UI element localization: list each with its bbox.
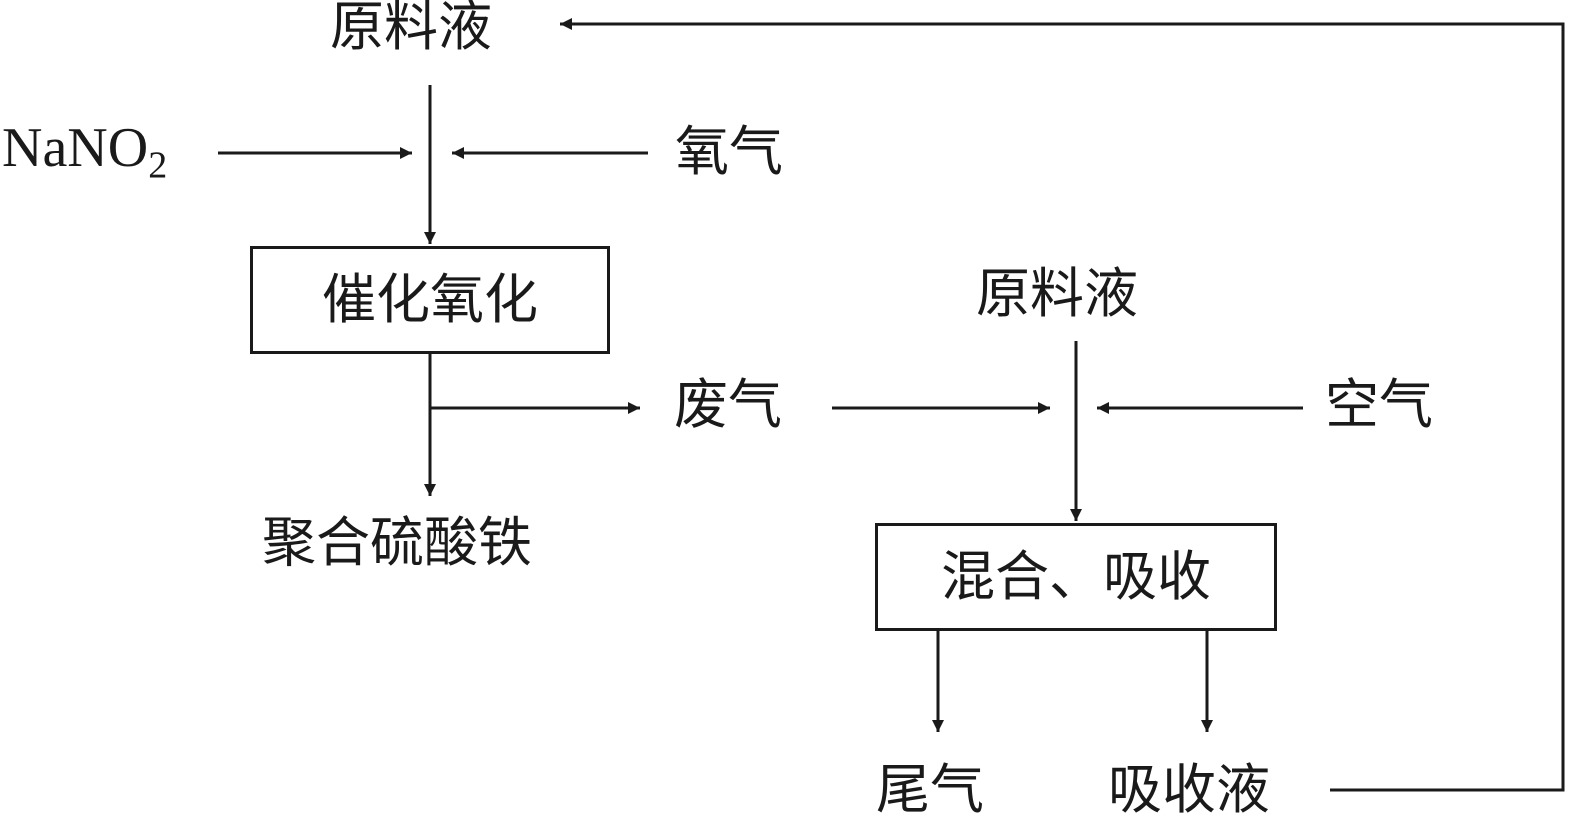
box-catalytic-oxidation: 催化氧化 xyxy=(250,246,610,354)
label-nano2: NaNO2 xyxy=(2,117,167,184)
box-catalytic-oxidation-label: 催化氧化 xyxy=(322,268,538,331)
label-waste-gas: 废气 xyxy=(674,373,782,436)
nano2-subscript: 2 xyxy=(148,144,168,187)
box-mix-absorb-label: 混合、吸收 xyxy=(941,545,1211,608)
label-raw-liquid-top: 原料液 xyxy=(330,0,492,58)
label-air: 空气 xyxy=(1325,373,1433,436)
nano2-main-text: NaNO xyxy=(2,117,149,179)
label-tail-gas: 尾气 xyxy=(876,758,984,821)
box-mix-absorb: 混合、吸收 xyxy=(875,523,1277,631)
label-polyferric-sulfate: 聚合硫酸铁 xyxy=(262,511,532,574)
label-absorption-liquid: 吸收液 xyxy=(1108,758,1270,821)
label-oxygen: 氧气 xyxy=(675,120,783,183)
label-raw-liquid-mid: 原料液 xyxy=(976,262,1138,325)
arrow-recycle-loop xyxy=(560,18,1565,792)
